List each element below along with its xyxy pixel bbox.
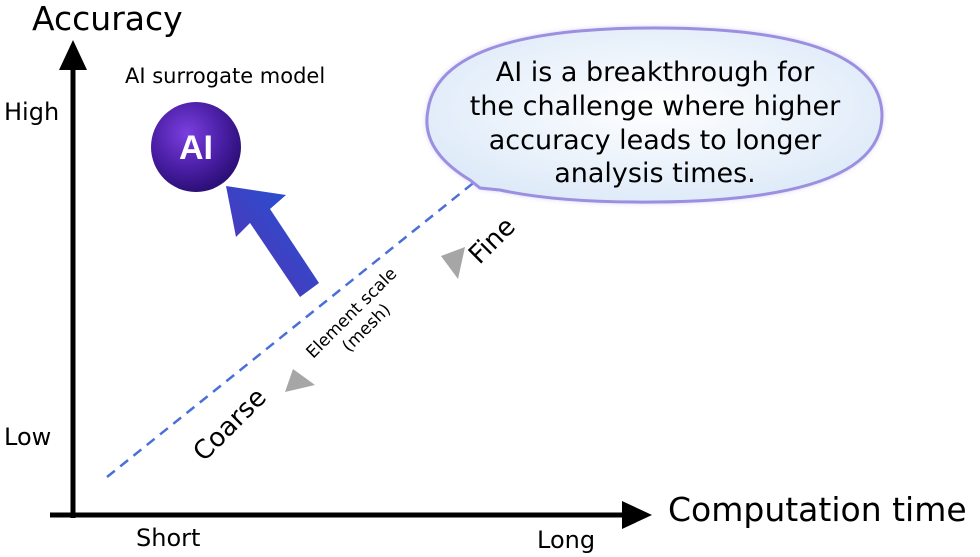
y-tick-high: High: [4, 98, 60, 126]
mesh-dashed-line: [106, 171, 488, 478]
ai-badge-text: AI: [179, 129, 213, 167]
callout-line-4: analysis times.: [554, 158, 756, 190]
callout-line-2: the challenge where higher: [469, 90, 841, 122]
x-tick-short: Short: [136, 524, 201, 552]
coarse-direction-triangle: [285, 369, 315, 392]
ai-circle: [151, 102, 241, 192]
y-axis-arrowhead: [59, 40, 87, 70]
x-tick-long: Long: [537, 526, 596, 554]
callout-line-1: AI is a breakthrough for: [495, 57, 815, 88]
ai-surrogate-label: AI surrogate model: [125, 64, 326, 88]
callout-line-3: accuracy leads to longer: [488, 124, 822, 156]
improvement-arrow: [226, 186, 319, 297]
y-tick-low: Low: [4, 423, 52, 451]
fine-direction-triangle: [441, 247, 465, 279]
callout-bubble: [425, 26, 884, 204]
callout-text: AI is a breakthrough for the challenge w…: [440, 56, 870, 191]
y-axis-title: Accuracy: [32, 0, 183, 38]
x-axis-title: Computation time: [668, 490, 967, 529]
x-axis-arrowhead: [622, 501, 652, 529]
